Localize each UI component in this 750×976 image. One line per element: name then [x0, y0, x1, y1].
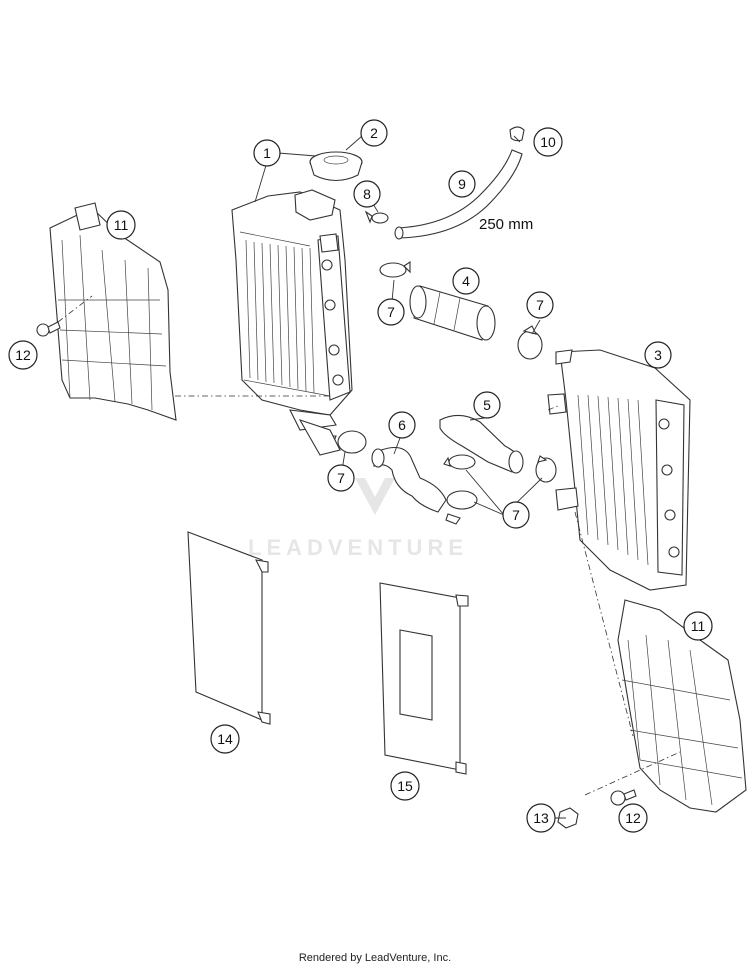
hose-clamp-lower-middle — [445, 490, 478, 525]
callout-7-c: 7 — [327, 464, 355, 492]
vent-hose — [394, 149, 523, 240]
radiator-right — [547, 349, 691, 591]
assembly-line-mount — [547, 404, 561, 411]
radiator-cover-plate-14 — [187, 531, 271, 725]
hose-clamp-middle — [443, 454, 476, 470]
bolt-12-left — [36, 321, 61, 337]
callout-12-left: 12 — [8, 340, 38, 370]
callout-11-top: 11 — [106, 210, 136, 240]
hose-clamp-middle-right — [535, 455, 557, 483]
hose-length-label: 250 mm — [479, 216, 533, 233]
svg-text:12: 12 — [625, 810, 641, 826]
callout-6: 6 — [388, 411, 416, 439]
svg-text:9: 9 — [458, 176, 466, 192]
svg-text:1: 1 — [263, 145, 271, 161]
svg-text:15: 15 — [397, 778, 413, 794]
radiator-outlet-pipe — [298, 419, 341, 456]
callout-15: 15 — [390, 771, 420, 801]
callout-3: 3 — [644, 341, 672, 369]
svg-text:5: 5 — [483, 397, 491, 413]
callout-13: 13 — [526, 803, 556, 833]
svg-text:7: 7 — [512, 507, 520, 523]
svg-text:11: 11 — [114, 217, 129, 233]
callout-9: 9 — [448, 170, 476, 198]
svg-text:12: 12 — [15, 347, 31, 363]
svg-text:11: 11 — [691, 618, 706, 634]
hose-clamp-small — [364, 210, 389, 224]
svg-text:7: 7 — [337, 470, 345, 486]
callout-5: 5 — [473, 391, 501, 419]
callout-7-b: 7 — [526, 291, 554, 319]
svg-text:10: 10 — [540, 134, 556, 150]
svg-text:4: 4 — [462, 273, 470, 289]
callout-8: 8 — [353, 180, 381, 208]
connector-tube — [409, 285, 496, 341]
hose-clamp-upper-right — [517, 325, 543, 360]
bolt-12-right — [610, 789, 637, 806]
callout-2: 2 — [360, 119, 388, 147]
footer-credit: Rendered by LeadVenture, Inc. — [298, 952, 452, 964]
svg-text:3: 3 — [654, 347, 662, 363]
callout-7-a: 7 — [377, 298, 405, 326]
radiator-cap — [309, 151, 363, 182]
svg-text:7: 7 — [536, 297, 544, 313]
svg-text:7: 7 — [387, 304, 395, 320]
hose-clamp-upper-left — [379, 260, 411, 278]
watermark-logo: LEADVENTURE — [248, 478, 468, 560]
callout-11-right: 11 — [683, 611, 713, 641]
callout-14: 14 — [210, 724, 240, 754]
radiator-left — [231, 189, 353, 431]
coolant-hose-6 — [371, 446, 447, 513]
callout-10: 10 — [533, 127, 563, 157]
svg-text:14: 14 — [217, 731, 233, 747]
callout-12-right: 12 — [618, 803, 648, 833]
svg-text:8: 8 — [363, 186, 371, 202]
callout-1: 1 — [253, 139, 281, 167]
assembly-line-bolt-right — [584, 751, 681, 796]
svg-text:2: 2 — [370, 125, 378, 141]
coolant-hose-5 — [439, 414, 524, 474]
assembly-line-guard-right — [574, 511, 634, 737]
svg-text:6: 6 — [398, 417, 406, 433]
radiator-cover-plate-15 — [379, 582, 469, 775]
callout-4: 4 — [452, 267, 480, 295]
callout-7-d: 7 — [502, 501, 530, 529]
svg-text:13: 13 — [533, 810, 549, 826]
nut-13 — [557, 807, 579, 829]
hose-fitting — [509, 126, 525, 142]
watermark-text: LEADVENTURE — [248, 535, 468, 560]
radiator-guard-right — [617, 599, 747, 813]
